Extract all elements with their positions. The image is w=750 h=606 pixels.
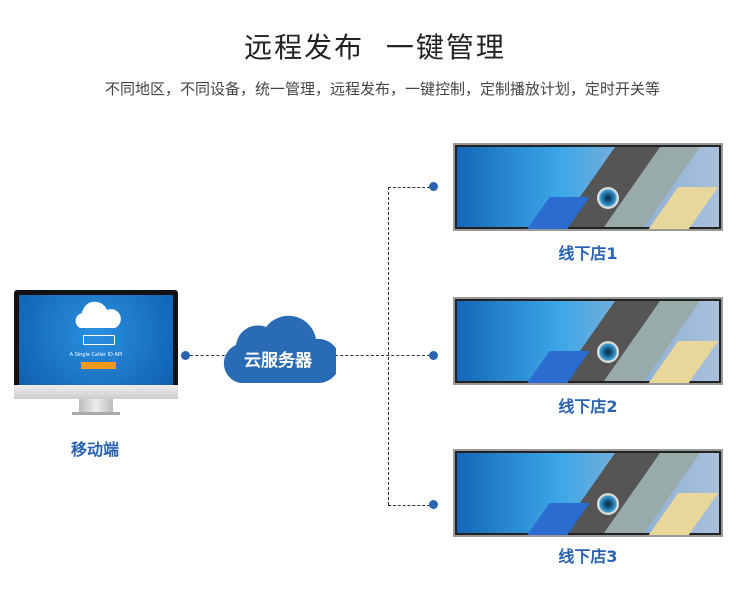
connector-line bbox=[388, 187, 389, 505]
store-label-1: 线下店1 bbox=[558, 244, 618, 263]
eye-icon bbox=[597, 341, 619, 363]
connector-dot bbox=[429, 500, 438, 509]
connector-dot bbox=[429, 182, 438, 191]
server-label: 云服务器 bbox=[244, 351, 312, 371]
connector-line bbox=[388, 187, 430, 188]
store-display-1 bbox=[453, 143, 723, 231]
store-display-3 bbox=[453, 449, 723, 537]
screen-text: A Single Caller ID API bbox=[69, 352, 123, 358]
store-label-2: 线下店2 bbox=[558, 397, 618, 416]
connector-line bbox=[388, 505, 430, 506]
connector-line bbox=[330, 355, 430, 356]
page-title: 远程发布 一键管理 bbox=[244, 31, 506, 64]
eye-icon bbox=[597, 493, 619, 515]
cloud-icon bbox=[75, 301, 121, 328]
connector-line bbox=[190, 355, 230, 356]
screen-button bbox=[81, 362, 116, 369]
monitor-screen: A Single Caller ID API bbox=[19, 295, 173, 388]
store-display-2 bbox=[453, 297, 723, 385]
connector-dot bbox=[429, 351, 438, 360]
connector-dot bbox=[181, 351, 190, 360]
store-label-3: 线下店3 bbox=[558, 547, 618, 566]
desktop-monitor: A Single Caller ID API bbox=[14, 290, 178, 426]
page-subtitle: 不同地区，不同设备，统一管理，远程发布，一键控制，定制播放计划，定时开关等 bbox=[104, 80, 660, 98]
device-icons bbox=[83, 335, 115, 345]
eye-icon bbox=[597, 187, 619, 209]
source-label: 移动端 bbox=[70, 440, 119, 459]
cloud-server-icon bbox=[223, 315, 336, 383]
